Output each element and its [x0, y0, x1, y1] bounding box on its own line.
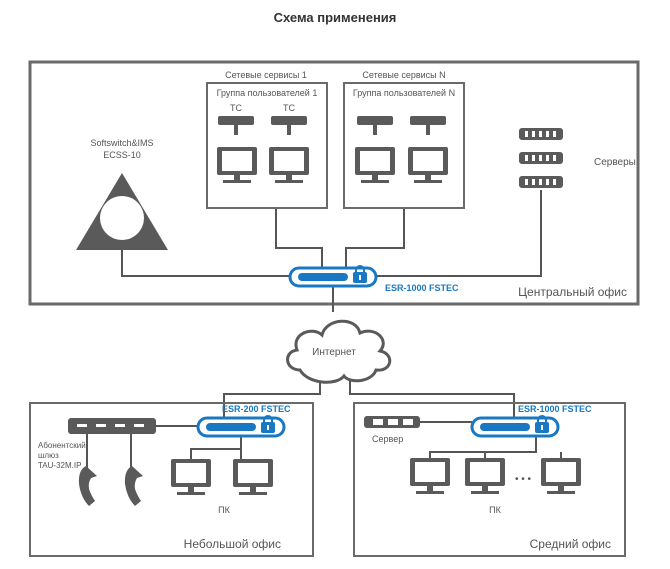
- medium-office-router-icon: [470, 414, 560, 438]
- service-group-1-frame: [206, 82, 328, 209]
- phone-handset-icon: [78, 466, 97, 506]
- service-group-n-frame: [343, 82, 465, 209]
- voip-gateway-icon: [68, 418, 156, 434]
- diagram-title: Схема применения: [274, 10, 397, 25]
- phone-handset-icon: [124, 466, 143, 506]
- pc-icon: [171, 459, 211, 495]
- medium-office-label: Средний офис: [530, 537, 611, 551]
- tc-label-1: ТС: [230, 103, 242, 113]
- service-group-n-title: Сетевые сервисы N: [362, 70, 445, 80]
- medium-office-links: [420, 421, 562, 458]
- medium-office-frame: [353, 402, 626, 557]
- central-router-label: ESR-1000 FSTEC: [385, 283, 459, 293]
- pc-icon: [541, 458, 581, 494]
- softswitch-icon: [76, 173, 168, 250]
- pc-icon: [410, 458, 450, 494]
- medium-office-pc-label: ПК: [489, 505, 501, 515]
- gateway-label-1: Абонентский: [38, 441, 86, 450]
- service-group-1-title: Сетевые сервисы 1: [225, 70, 307, 80]
- internet-cloud-icon: [286, 319, 392, 384]
- servers-label: Серверы: [594, 157, 636, 168]
- wan-links: [223, 381, 515, 418]
- gateway-label-3: TAU-32M.IP: [38, 461, 81, 470]
- central-router-icon: [288, 264, 378, 288]
- small-office-label: Небольшой офис: [184, 537, 281, 551]
- service-group-1-users: Группа пользователей 1: [217, 88, 318, 98]
- internet-label: Интернет: [312, 347, 356, 358]
- servers-icon: [519, 128, 563, 188]
- small-office-router-icon: [196, 414, 286, 438]
- service-group-n-users: Группа пользователей N: [353, 88, 455, 98]
- central-office-label: Центральный офис: [518, 285, 627, 299]
- small-office-pc-label: ПК: [218, 505, 230, 515]
- central-office-links: [121, 190, 542, 312]
- softswitch-model: ECSS-10: [103, 150, 141, 160]
- small-office-router-label: ESR-200 FSTEC: [222, 404, 291, 414]
- medium-office-router-label: ESR-1000 FSTEC: [518, 404, 592, 414]
- pc-icon: [465, 458, 505, 494]
- server-icon: [364, 416, 420, 428]
- small-office-links: [86, 425, 242, 468]
- tc-label-2: ТС: [283, 103, 295, 113]
- pc-ellipsis: • • •: [515, 474, 532, 485]
- gateway-label-2: шлюз: [38, 451, 59, 460]
- pc-icon: [233, 459, 273, 495]
- softswitch-label: Softswitch&IMS: [90, 138, 153, 148]
- medium-office-server-label: Сервер: [372, 434, 403, 444]
- small-office-frame: [29, 402, 314, 557]
